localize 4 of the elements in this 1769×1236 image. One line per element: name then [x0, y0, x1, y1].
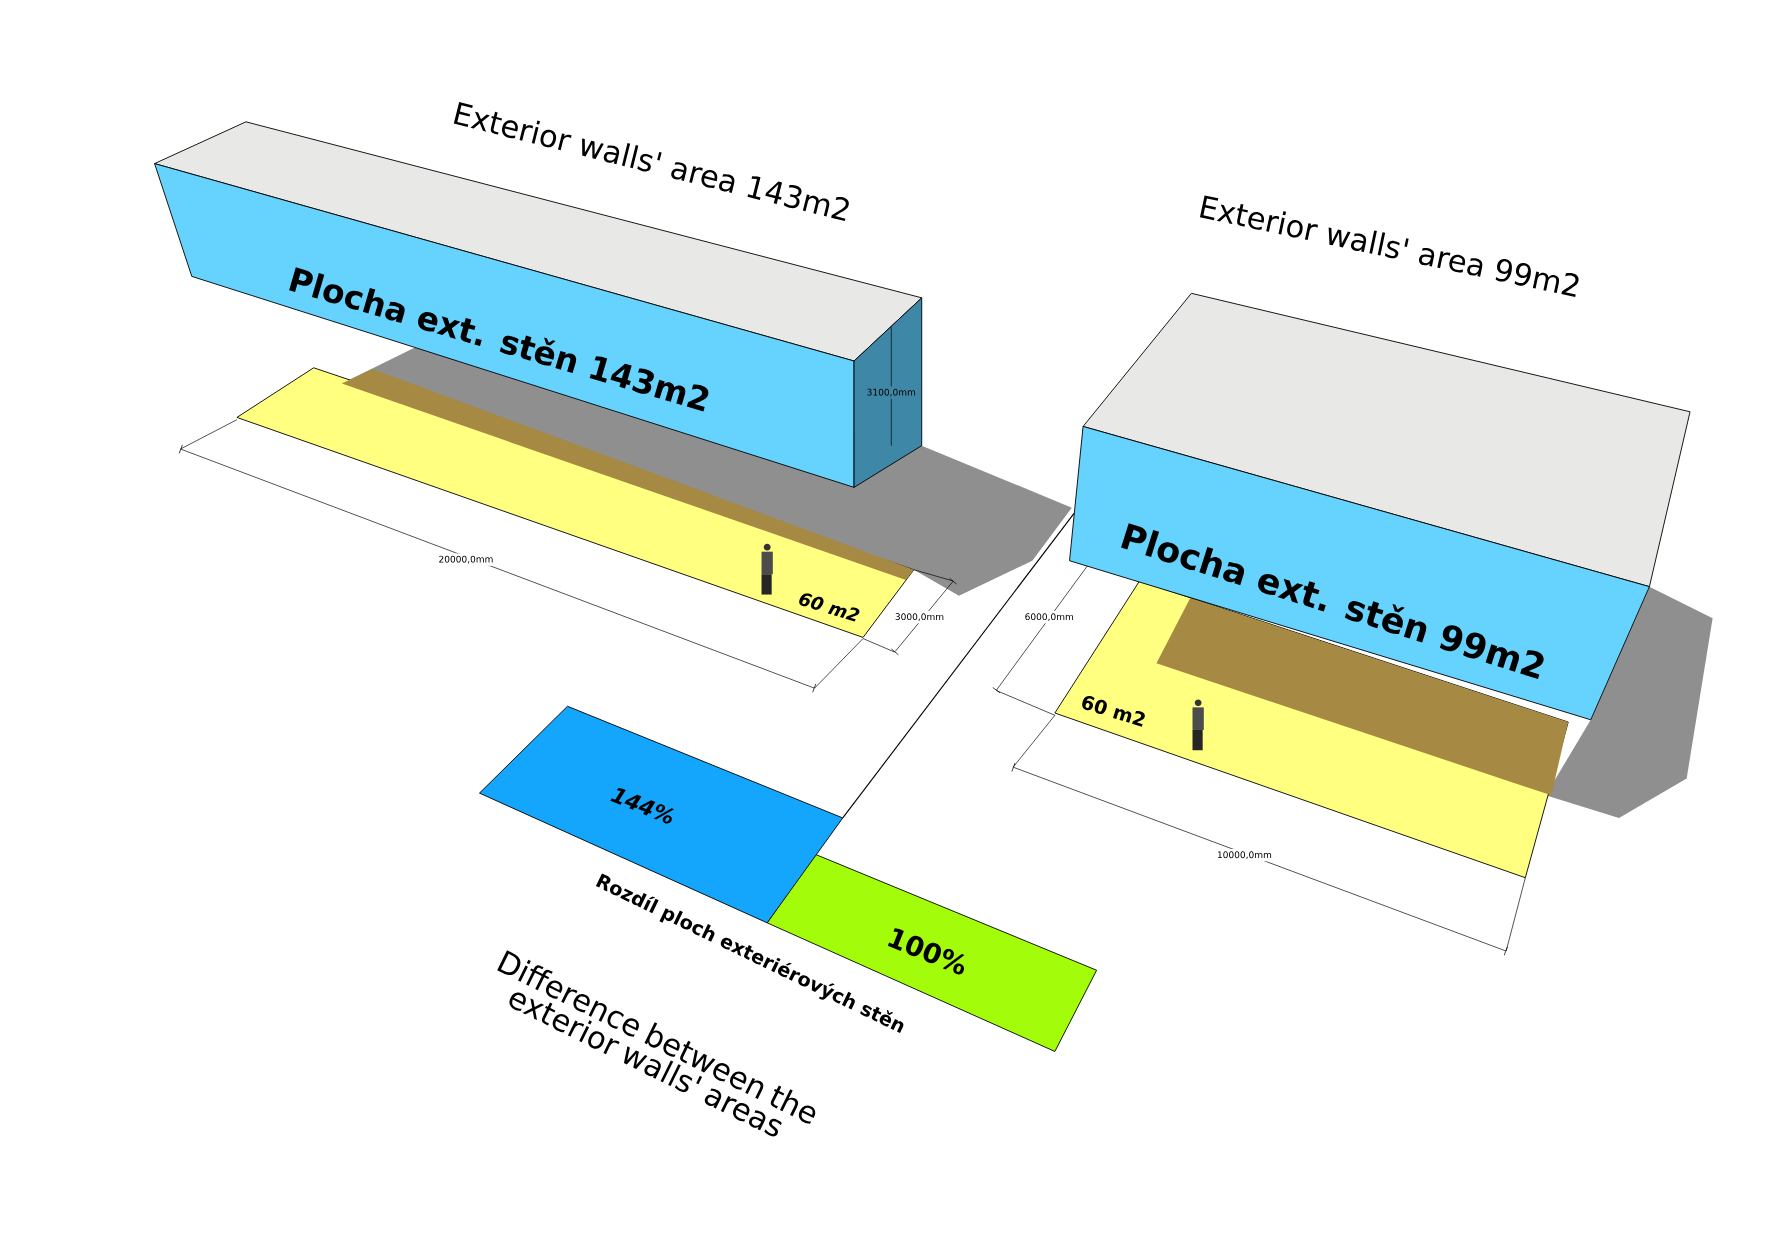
- dimension-label: 3100,0mm: [864, 386, 919, 399]
- heading: Exterior walls' area 143m2: [453, 101, 849, 221]
- area-label: 60 m2: [799, 593, 860, 622]
- dimension-label: 20000,0mm: [436, 553, 496, 566]
